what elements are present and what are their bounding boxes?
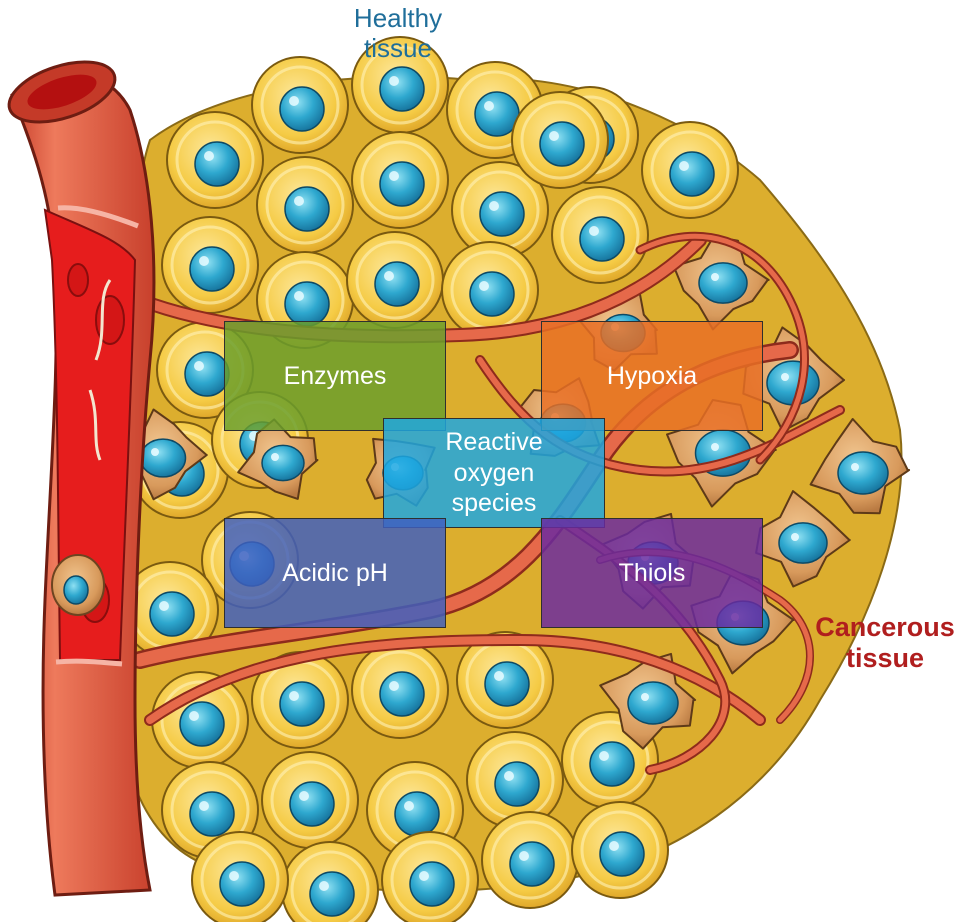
- healthy-cell: [191, 831, 289, 922]
- red-blood-cell: [67, 263, 89, 297]
- healthy-cell: [151, 671, 249, 769]
- stimulus-label: oxygen: [453, 458, 535, 487]
- healthy-cell: [511, 91, 609, 189]
- enzymes-stimulus-box: Enzymes: [224, 321, 446, 431]
- healthy-cell: [571, 801, 669, 899]
- cancer-cell: [672, 235, 770, 331]
- healthy-tissue-label-line: tissue: [364, 32, 432, 63]
- acidic-ph-stimulus-box: Acidic pH: [224, 518, 446, 628]
- healthy-cell: [351, 131, 449, 229]
- healthy-cell: [166, 111, 264, 209]
- healthy-tissue-label: Healthy tissue: [318, 3, 478, 64]
- reactive-oxygen-species-stimulus-box: Reactive oxygen species: [383, 418, 605, 528]
- hypoxia-stimulus-box: Hypoxia: [541, 321, 763, 431]
- healthy-cell: [256, 156, 354, 254]
- healthy-cell: [466, 731, 564, 829]
- stimulus-label: Acidic pH: [282, 558, 388, 587]
- healthy-cell: [641, 121, 739, 219]
- healthy-cell: [551, 186, 649, 284]
- healthy-cell: [456, 631, 554, 729]
- healthy-cell: [351, 641, 449, 739]
- healthy-cell: [251, 56, 349, 154]
- healthy-cell: [281, 841, 379, 922]
- cancer-cell: [599, 652, 697, 750]
- healthy-cell: [381, 831, 479, 922]
- cancerous-tissue-label: Cancerous tissue: [790, 612, 980, 674]
- cancer-cell: [809, 418, 911, 515]
- healthy-cell: [351, 36, 449, 134]
- cancerous-tissue-label-line: tissue: [845, 643, 925, 674]
- blood-vessel: [7, 60, 156, 897]
- healthy-cell: [161, 216, 259, 314]
- healthy-cell: [481, 811, 579, 909]
- healthy-tissue-label-line: Healthy: [353, 3, 443, 33]
- stimulus-label: Thiols: [618, 558, 686, 587]
- cancerous-tissue-label-line: Cancerous: [815, 612, 955, 642]
- healthy-cell: [121, 561, 219, 659]
- stimulus-label: Enzymes: [283, 361, 387, 390]
- stimulus-label: Reactive: [445, 428, 543, 457]
- stimulus-label: Hypoxia: [606, 361, 698, 390]
- cancer-cell: [237, 418, 319, 500]
- healthy-cell: [261, 751, 359, 849]
- healthy-cell: [451, 161, 549, 259]
- thiols-stimulus-box: Thiols: [541, 518, 763, 628]
- stimulus-label: species: [451, 489, 537, 518]
- healthy-cell: [346, 231, 444, 329]
